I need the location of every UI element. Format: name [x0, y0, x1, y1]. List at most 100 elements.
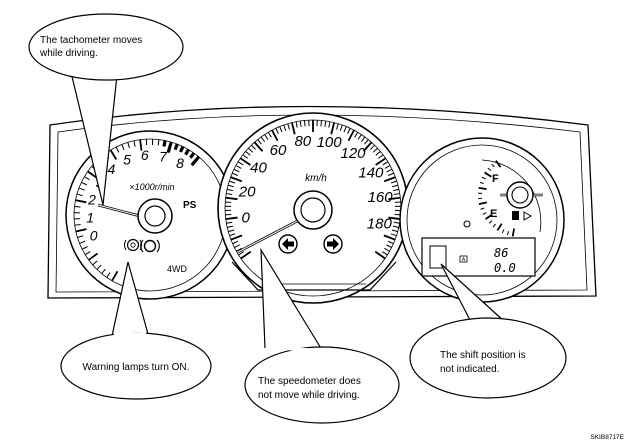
tick-mark [121, 144, 125, 151]
tick-mark [271, 129, 279, 142]
tick-mark [275, 128, 279, 134]
tick-mark [384, 247, 390, 252]
speedometer-callout: The speedometer does not move while driv… [244, 247, 400, 424]
cluster-housing [47, 105, 597, 299]
tick-mark [231, 172, 238, 176]
speedometer-label-40: 40 [250, 160, 267, 177]
tick-mark [79, 240, 86, 244]
tick-mark [76, 193, 83, 197]
tick-mark [184, 148, 190, 156]
figure-id: SKIB8717E [590, 434, 624, 441]
tick-mark [87, 170, 98, 179]
tick-mark [495, 160, 502, 168]
fuel-gauge-tick-marks [478, 160, 515, 237]
tick-mark [303, 120, 306, 127]
tick-mark [382, 251, 388, 256]
tick-mark [230, 176, 243, 183]
tick-mark [488, 220, 493, 224]
tick-mark [393, 221, 400, 224]
fuel-pump-icon [512, 211, 533, 221]
tick-mark [101, 268, 106, 274]
tachometer-label-2: 2 [87, 191, 96, 207]
tick-mark [480, 207, 485, 210]
tick-mark [84, 251, 91, 256]
tick-mark [387, 240, 394, 245]
right-cluster: F E A 86 0.0 [399, 137, 565, 303]
speedometer-tick-marks [225, 120, 401, 260]
speedometer-label-0: 0 [242, 210, 251, 227]
tick-mark [75, 228, 87, 233]
tick-mark [257, 139, 262, 145]
tick-mark [237, 161, 244, 166]
tachometer-tick-marks [74, 139, 201, 282]
tick-mark [386, 168, 393, 173]
tick-mark [481, 176, 486, 180]
right-turn-signal-icon [323, 234, 343, 254]
tick-mark [392, 184, 399, 188]
tick-mark [92, 260, 98, 266]
tachometer-label-8: 8 [176, 155, 184, 171]
tick-mark [139, 139, 143, 151]
tachometer-label-1: 1 [86, 210, 94, 226]
tick-mark [264, 134, 269, 140]
tick-mark [343, 126, 347, 133]
tachometer-label-6: 6 [141, 147, 149, 163]
tick-mark [382, 161, 389, 166]
tick-mark [328, 121, 331, 128]
tick-mark [320, 120, 323, 127]
tick-mark [347, 129, 355, 142]
tick-mark [383, 234, 396, 241]
tick-mark [74, 205, 81, 208]
tick-mark [230, 234, 243, 241]
shift-callout-text: The shift position is not indicated. [440, 350, 528, 375]
tachometer-label-5: 5 [123, 152, 131, 168]
speedometer-callout-text: The speedometer does not move while driv… [258, 376, 364, 401]
tick-mark [491, 163, 495, 168]
tick-mark [166, 141, 173, 154]
tick-mark [299, 120, 302, 127]
tick-mark [238, 251, 244, 256]
tick-mark [240, 250, 252, 260]
tick-mark [336, 123, 339, 130]
tachometer-callout: The tachometer moves while driving. [28, 13, 184, 206]
tick-mark [492, 223, 496, 228]
tick-mark [84, 176, 90, 181]
speedometer-label-160: 160 [368, 189, 394, 206]
tick-mark [111, 270, 119, 282]
tick-mark [388, 216, 401, 220]
tick-mark [478, 201, 488, 205]
tick-mark [506, 231, 510, 236]
lcd-indicator-marker: A [462, 257, 466, 263]
tick-mark [157, 139, 160, 146]
tick-mark [391, 229, 398, 233]
speedometer-bezel-bottom [231, 261, 397, 291]
tick-mark [287, 123, 290, 130]
tick-mark [133, 140, 136, 147]
tachometer-label-7: 7 [159, 148, 168, 164]
warning-callout: Warning lamps turn ON. [60, 261, 212, 400]
tick-mark [190, 155, 201, 167]
tick-mark [267, 131, 272, 138]
tick-mark [245, 151, 251, 156]
fuel-empty-label: E [490, 208, 497, 220]
tick-mark [496, 223, 503, 231]
indicator-dot-icon [463, 220, 471, 228]
tick-mark [283, 124, 287, 131]
tick-mark [377, 154, 384, 159]
tick-mark [226, 188, 233, 192]
left-turn-signal-icon [278, 234, 298, 254]
tick-mark [178, 145, 185, 153]
tick-mark [388, 172, 395, 176]
tick-mark [106, 272, 111, 278]
odometer-readout: 86 [494, 246, 508, 260]
tick-mark [228, 229, 235, 233]
warning-callout-text: Warning lamps turn ON. [83, 362, 190, 373]
tick-mark [96, 264, 102, 270]
tick-mark [225, 216, 238, 220]
tick-mark [330, 122, 335, 135]
tachometer-callout-text: The tachometer moves while driving. [39, 35, 145, 59]
abs-warning-icon [124, 238, 142, 252]
tick-mark [362, 141, 373, 152]
shift-callout: The shift position is not indicated. [409, 263, 567, 399]
tick-mark [81, 246, 88, 250]
